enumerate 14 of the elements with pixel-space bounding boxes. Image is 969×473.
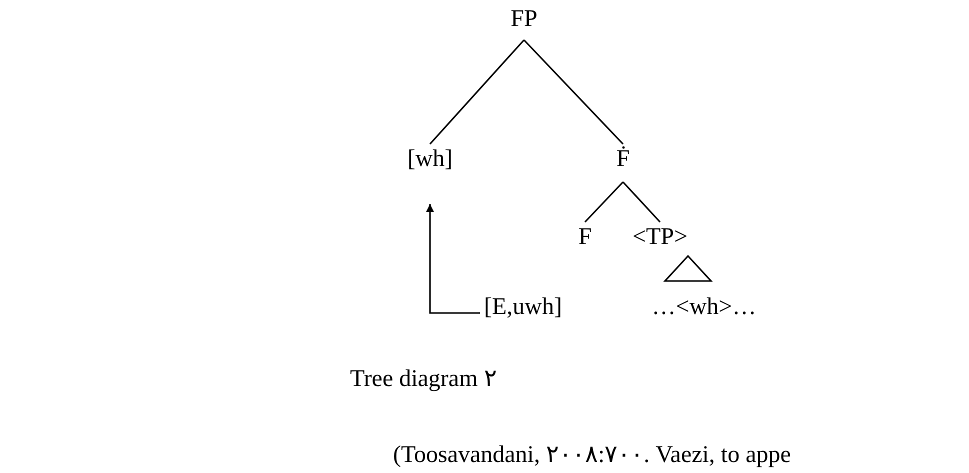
- caption: Tree diagram ٢: [350, 365, 497, 394]
- tree-node-label: FP: [510, 4, 538, 40]
- tree-branch: [584, 181, 624, 223]
- citation-text: (Toosavandani, ٢٠٠٨:٧٠٠. Vaezi, to appe: [393, 441, 791, 470]
- tree-branch: [622, 181, 661, 223]
- movement-arrow: [426, 204, 480, 314]
- tree-node-label: F: [578, 222, 592, 252]
- tree-node-label: [wh]: [407, 144, 453, 204]
- tree-node-label: …<wh>…: [652, 292, 756, 322]
- tree-branch: [429, 39, 525, 145]
- tree-branch: [523, 39, 624, 145]
- tree-node-label: [E,uwh]: [484, 292, 562, 322]
- tree-node-label: <TP>: [632, 222, 688, 252]
- tree-node-label: Ḟ: [616, 144, 630, 182]
